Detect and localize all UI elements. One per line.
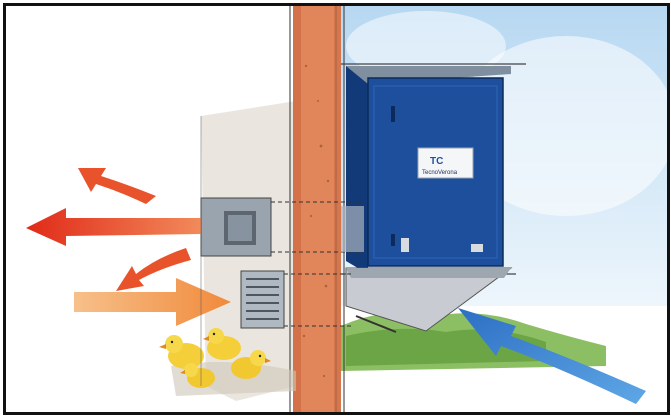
- ventilation-illustration: TC TecnoVerona: [6, 6, 667, 412]
- brand-logo-mark: TC: [430, 156, 443, 167]
- exhaust-arrow-top: [78, 168, 156, 204]
- illustration-frame: TC TecnoVerona: [3, 3, 670, 415]
- exhaust-arrow-middle: [26, 208, 201, 246]
- brand-logo: TC TecnoVerona: [418, 148, 473, 178]
- brand-label: TecnoVerona: [422, 170, 458, 176]
